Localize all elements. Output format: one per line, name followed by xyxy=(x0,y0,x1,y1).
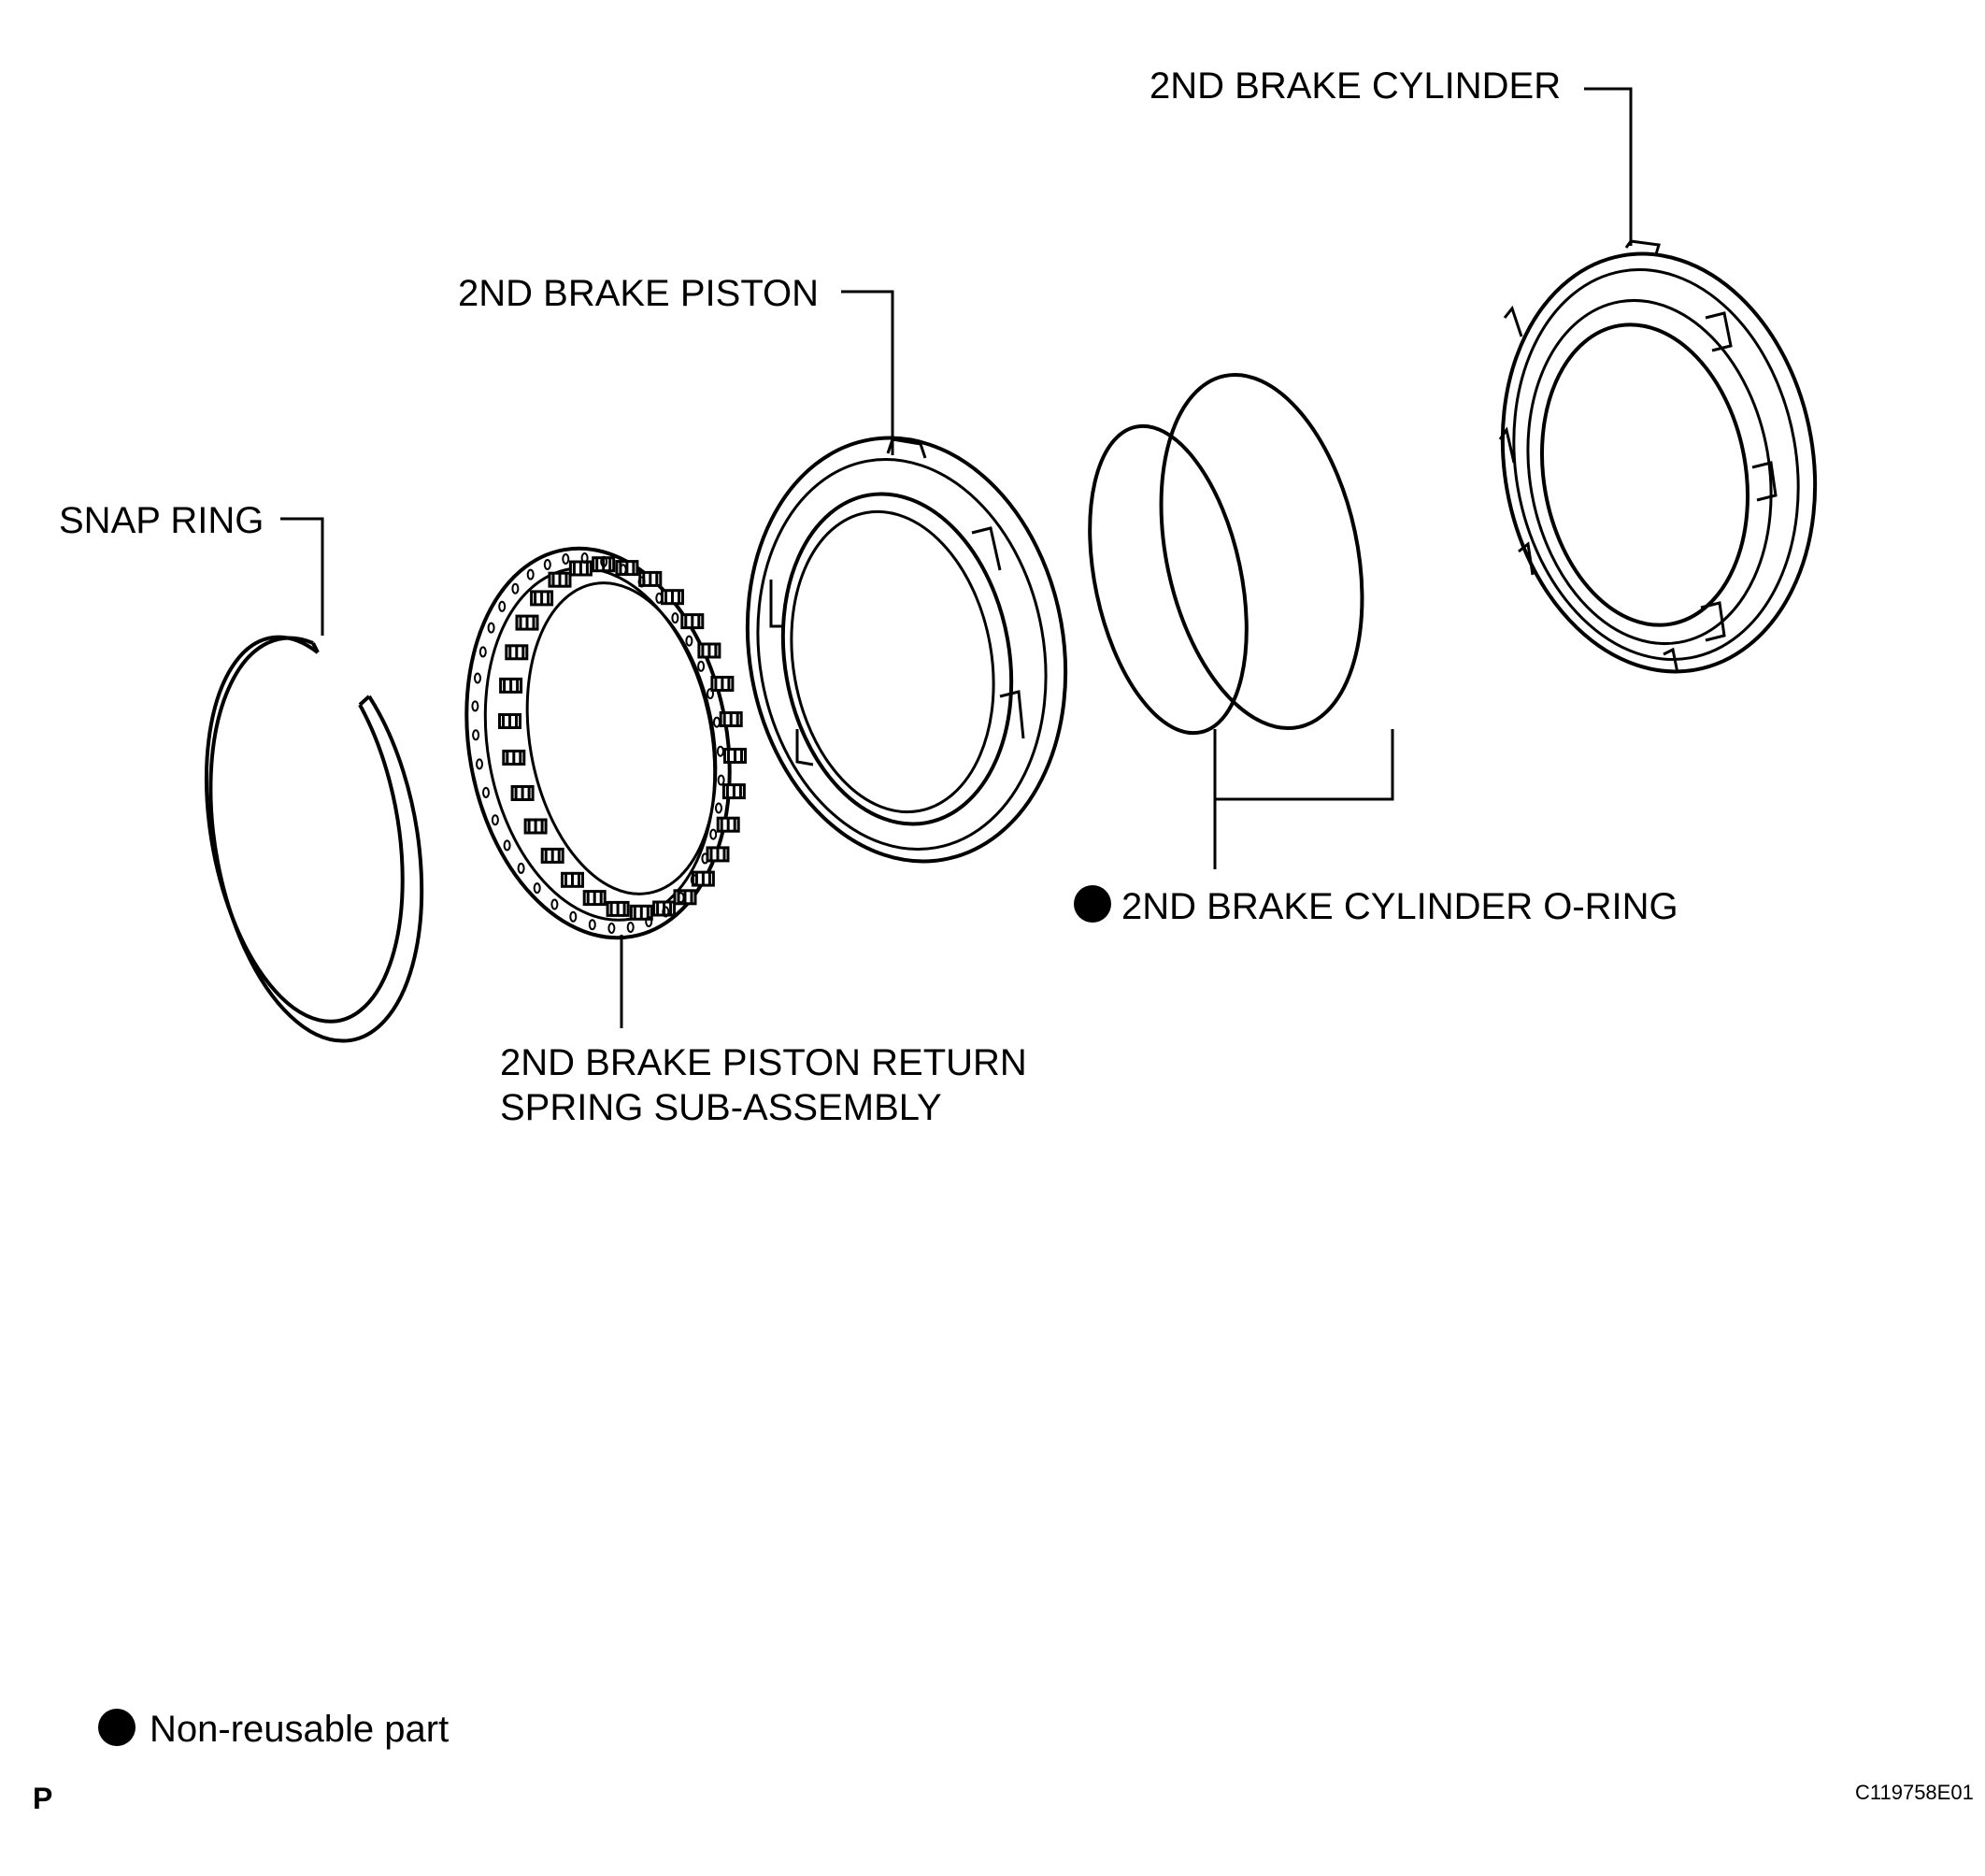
spring-plate-hole xyxy=(690,874,698,886)
spring-plate-hole xyxy=(619,564,627,576)
spring-plate-hole xyxy=(697,660,706,672)
spring-plate-hole xyxy=(707,688,714,700)
spring-plate-hole xyxy=(569,910,578,923)
page-letter: P xyxy=(33,1782,52,1815)
spring-plate-hole xyxy=(709,828,718,840)
spring-plate-hole xyxy=(588,919,596,931)
o-ring-label: 2ND BRAKE CYLINDER O-RING xyxy=(1121,886,1678,927)
brake-piston-part xyxy=(745,436,1068,864)
spring-plate-hole xyxy=(562,553,570,565)
spring-plate-hole xyxy=(717,774,725,786)
spring-plate-hole xyxy=(645,916,653,927)
spring-plate-hole xyxy=(701,852,709,865)
spring-plate-hole xyxy=(471,700,479,712)
spring-plate-hole xyxy=(600,555,608,567)
figure-code: C119758E01 xyxy=(1855,1781,1974,1804)
spring-plate-hole xyxy=(637,576,646,588)
non-reusable-marker-icon xyxy=(1074,885,1111,923)
spring-plate-hole xyxy=(511,582,520,594)
spring-plate-hole xyxy=(474,672,481,684)
spring-plate-hole xyxy=(716,745,724,757)
piston-label: 2ND BRAKE PISTON xyxy=(458,273,819,314)
cylinder-leader xyxy=(1584,87,1633,246)
spring-plate-hole xyxy=(715,802,722,814)
leader-lines xyxy=(280,87,1633,1028)
snap-ring-label: SNAP RING xyxy=(59,500,264,541)
spring-plate-hole xyxy=(491,814,499,826)
brake-cylinder-part xyxy=(1498,239,1818,674)
spring-plate-hole xyxy=(580,552,589,564)
spring-plate-hole xyxy=(498,600,507,612)
spring-plate-hole xyxy=(677,892,685,904)
return-spring-part xyxy=(464,546,747,940)
legend-marker-icon xyxy=(98,1709,136,1746)
spring-plate-hole xyxy=(655,592,664,604)
spring-plate-hole xyxy=(482,786,490,798)
snap-ring-part xyxy=(204,635,424,1043)
spring-plate-hole xyxy=(662,906,670,918)
piston-leader xyxy=(841,290,894,455)
spring-plate-hole xyxy=(478,646,487,658)
o-ring-leader xyxy=(1213,729,1394,869)
return-spring-label-line2: SPRING SUB-ASSEMBLY xyxy=(500,1087,942,1128)
spring-plate-hole xyxy=(550,898,559,910)
snap-ring-leader xyxy=(280,517,324,636)
spring-plate-hole xyxy=(503,839,511,852)
spring-plate-hole xyxy=(626,922,635,933)
legend-text: Non-reusable part xyxy=(150,1709,449,1750)
spring-plate-hole xyxy=(671,612,679,624)
spring-plate-hole xyxy=(487,622,495,634)
spring-plate-hole xyxy=(472,729,480,741)
spring-plate-hole xyxy=(685,635,693,647)
cylinder-label: 2ND BRAKE CYLINDER xyxy=(1150,65,1561,107)
spring-plate-hole xyxy=(543,559,551,570)
o-ring-part xyxy=(1088,373,1364,736)
return-spring-label-line1: 2ND BRAKE PISTON RETURN xyxy=(500,1042,1027,1083)
spring-plate-hole xyxy=(713,716,721,728)
spring-plate-hole xyxy=(517,862,525,874)
spring-plate-hole xyxy=(476,758,483,770)
spring-plate-hole xyxy=(526,568,535,580)
spring-plate-hole xyxy=(607,923,616,934)
spring-plate-hole xyxy=(533,882,541,895)
